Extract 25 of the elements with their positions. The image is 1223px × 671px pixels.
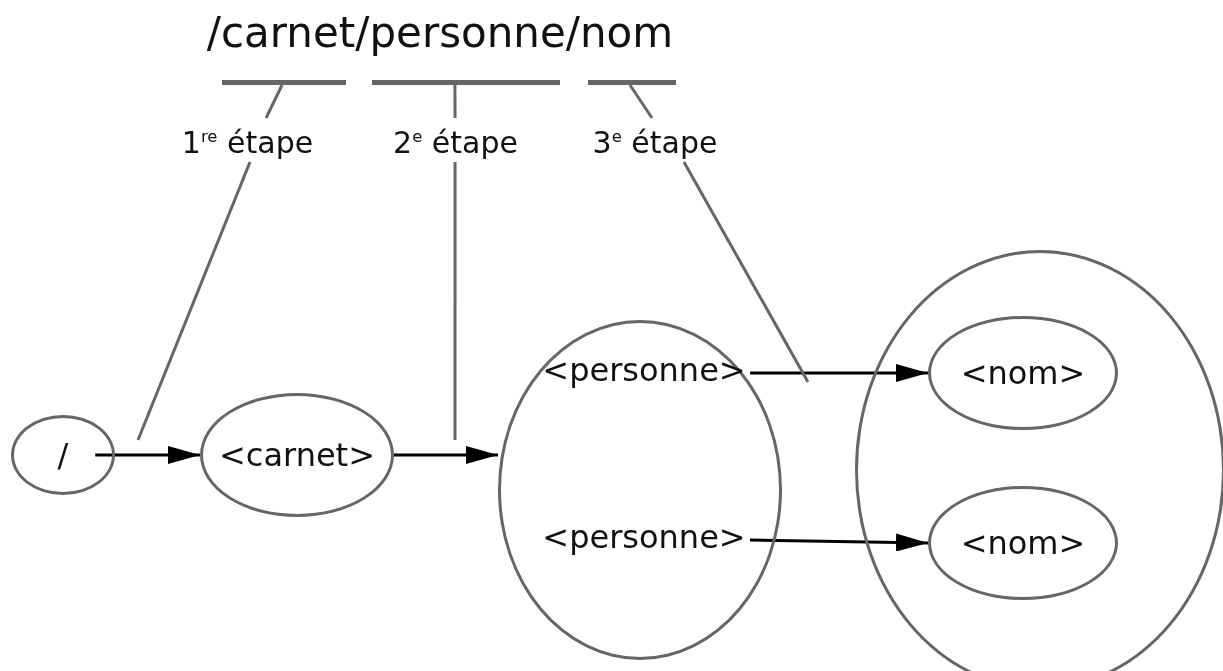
ellipse-group: [855, 250, 1223, 671]
step-label: 2$^{e}$ étape: [383, 118, 528, 162]
leader-line: [136, 161, 252, 441]
underline-bar: [588, 80, 676, 85]
ellipse-node: <nom>: [928, 316, 1118, 430]
ellipse-node: <nom>: [928, 486, 1118, 600]
element-tag: <personne>: [538, 348, 750, 398]
leader-line: [453, 162, 457, 440]
arrow: [95, 446, 200, 464]
ellipse-group: [498, 320, 782, 660]
leader-line: [264, 84, 284, 119]
element-tag: <personne>: [538, 515, 750, 565]
xpath-title: /carnet/personne/nom: [205, 8, 675, 57]
leader-line: [453, 85, 457, 118]
arrow: [394, 446, 498, 464]
leader-line: [628, 84, 654, 119]
underline-bar: [222, 80, 346, 85]
ellipse-node: <carnet>: [200, 393, 394, 517]
arrow: [749, 533, 929, 552]
step-label: 3$^{e}$ étape: [584, 118, 726, 162]
step-label: 1$^{re}$ étape: [170, 118, 325, 162]
ellipse-node: /: [11, 415, 115, 495]
underline-bar: [372, 80, 560, 85]
arrow: [750, 364, 928, 382]
leader-line: [682, 161, 810, 383]
